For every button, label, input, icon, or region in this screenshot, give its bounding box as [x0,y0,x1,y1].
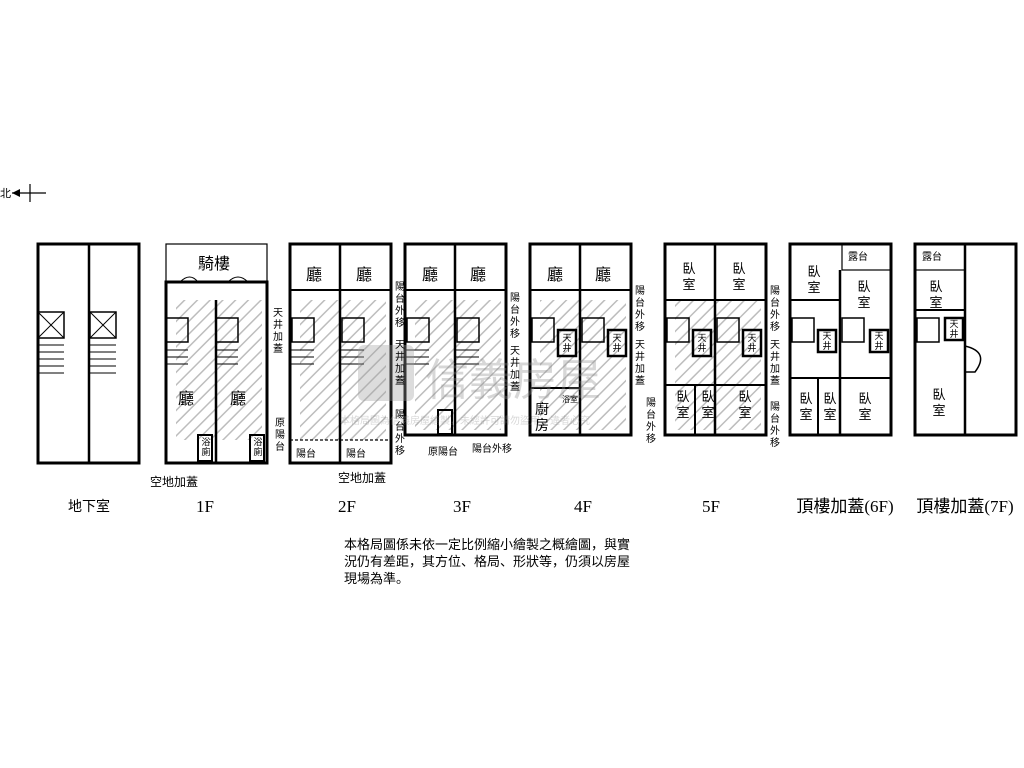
note-balcony-moved-out: 陽 台 外 移 [395,282,405,329]
note-balcony-moved-out: 陽 台 外 移 [635,286,645,333]
floor-label-2f: 2F [338,497,356,516]
room-label-hall: 廳 [230,389,246,408]
note-balcony-moved-out: 陽 台 外 移 [510,293,520,340]
floor-plan-7f [913,242,1018,437]
room-label-lightwell: 天 井 [949,320,959,340]
room-label-bedroom: 臥 室 [701,390,715,421]
floor-plan-basement [36,242,141,465]
disclaimer-text: 本格局圖係未依一定比例縮小繪製之概繪圖，與實況仍有差距，其方位、格局、形狀等，仍… [344,538,631,587]
room-label-bedroom: 臥 室 [682,262,696,293]
room-label-bedroom: 臥 室 [823,392,837,423]
room-label-bedroom: 臥 室 [932,388,946,419]
room-label-bedroom: 臥 室 [857,280,871,311]
note-empty-lot-cover: 空地加蓋 [338,471,386,485]
room-label-lightwell: 天 井 [697,334,707,354]
room-label-bedroom: 臥 室 [858,392,872,423]
room-label-balcony: 陽台 [346,447,366,460]
note-lightwell-cover: 天 井 加 蓋 [273,308,283,355]
floor-label-basement: 地下室 [68,500,110,515]
floor-label-4f: 4F [574,497,592,516]
room-label-hall: 廳 [470,265,486,284]
note-lightwell-cover: 天 井 加 蓋 [510,346,520,393]
floor-label-5f: 5F [702,497,720,516]
floor-plan-5f [663,242,768,437]
room-label-lightwell: 天 井 [822,332,832,352]
room-label-hall: 廳 [306,265,322,284]
room-label-kitchen: 廚 房 [535,402,549,434]
room-label-arcade: 騎樓 [198,254,230,273]
room-label-lightwell: 天 井 [612,334,622,354]
floor-label-6f: 頂樓加蓋(6F) [796,497,894,516]
stairs-icon [38,344,116,374]
north-arrow-icon [12,184,46,202]
floor-label-3f: 3F [453,497,471,516]
room-label-hall: 廳 [547,265,563,284]
note-balcony-moved-out: 陽 台 外 移 [646,398,656,445]
room-label-bedroom: 臥 室 [929,280,943,311]
note-balcony-moved-out: 陽 台 外 移 [770,286,780,333]
note-empty-lot-cover: 空地加蓋 [150,475,198,489]
room-label-bedroom: 臥 室 [738,390,752,421]
note-lightwell-cover: 天 井 加 蓋 [635,340,645,387]
room-label-lightwell: 天 井 [874,332,884,352]
floor-plan-6f [788,242,893,437]
floor-plan-4f [528,242,633,437]
elevator-icon [37,311,65,339]
room-label-balcony: 陽台 [296,447,316,460]
floor-label-1f: 1F [196,497,214,516]
note-original-balcony: 原陽台 [428,445,458,458]
note-balcony-moved-out: 陽台外移 [472,442,512,455]
room-label-bathroom: 浴室 [562,394,578,404]
note-balcony-moved-out: 陽 台 外 移 [395,410,405,457]
floor-plan-1f [164,243,269,465]
room-label-hall: 廳 [178,389,194,408]
north-label: 北 [0,187,11,200]
note-balcony-moved-out: 陽 台 外 移 [770,402,780,449]
floor-plan-2f [288,242,393,465]
note-original-balcony: 原 陽 台 [275,418,285,453]
svg-text:本格局圖為信義房屋繪製，未經許可請勿盜用、違者必究: 本格局圖為信義房屋繪製，未經許可請勿盜用、違者必究 [340,414,590,427]
room-label-hall: 廳 [356,265,372,284]
room-label-bedroom: 臥 室 [799,392,813,423]
room-label-bath: 浴 廁 [201,438,211,458]
elevator-icon [89,311,117,339]
note-lightwell-cover: 天 井 加 蓋 [395,340,405,387]
room-label-bedroom: 臥 室 [676,390,690,421]
floor-label-7f: 頂樓加蓋(7F) [916,497,1014,516]
room-label-lightwell: 天 井 [562,334,572,354]
room-label-hall: 廳 [595,265,611,284]
room-label-bath: 浴 廁 [253,438,263,458]
note-lightwell-cover: 天 井 加 蓋 [770,340,780,387]
room-label-hall: 廳 [422,265,438,284]
room-label-bedroom: 臥 室 [807,265,821,296]
room-label-lightwell: 天 井 [747,334,757,354]
floor-plan-3f [403,242,508,437]
room-label-terrace: 露台 [922,250,942,263]
room-label-bedroom: 臥 室 [732,262,746,293]
room-label-terrace: 露台 [848,250,868,263]
brand-watermark: 信義房屋 本格局圖為信義房屋繪製，未經許可請勿盜用、違者必究 [340,345,601,427]
svg-text:信義房屋: 信義房屋 [425,355,601,406]
